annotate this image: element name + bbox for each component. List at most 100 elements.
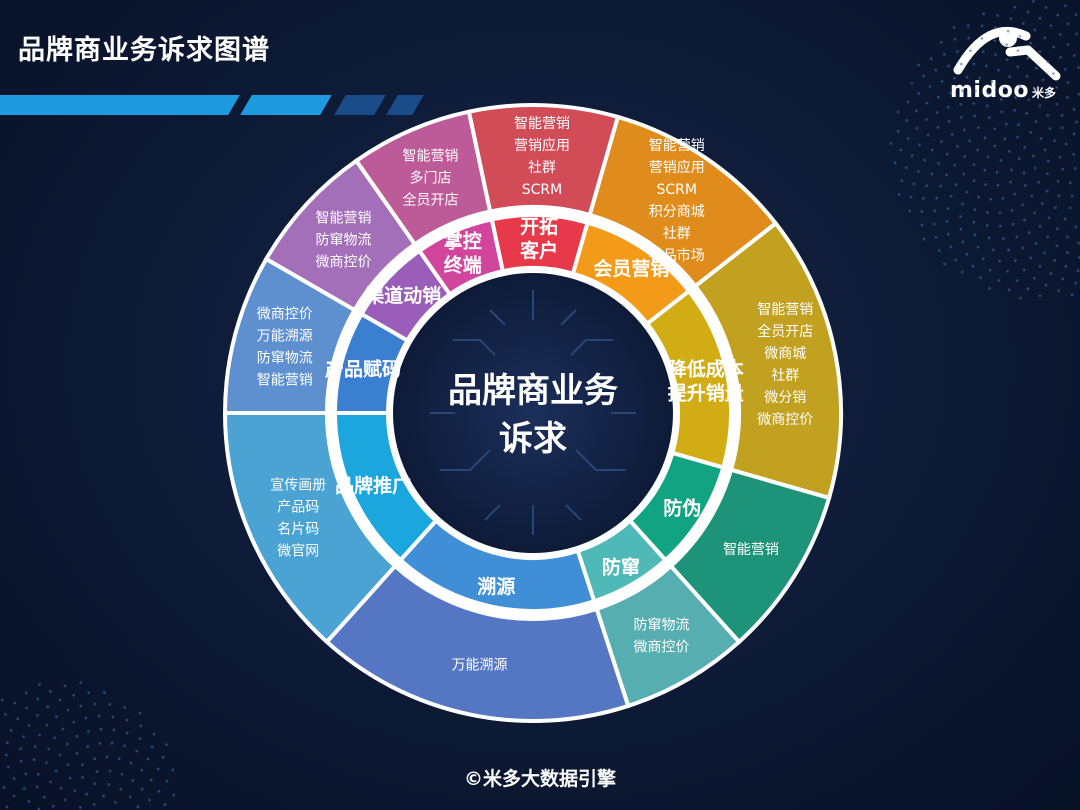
globe-dot (1013, 5, 1017, 9)
globe-dot (1004, 122, 1008, 126)
globe-dot (993, 39, 997, 43)
globe-dot (1033, 28, 1037, 32)
globe-dot (947, 105, 950, 109)
globe-dot (45, 761, 48, 765)
globe-dot (36, 697, 39, 701)
globe-dot (1029, 41, 1033, 45)
midoo-logo-icon (953, 27, 1061, 81)
globe-dot (1013, 108, 1017, 112)
globe-dot (930, 148, 934, 152)
globe-dot (973, 89, 977, 93)
globe-dot (98, 741, 102, 745)
globe-dot (1065, 96, 1069, 99)
globe-dot (1006, 269, 1009, 273)
globe-dot (1046, 60, 1050, 64)
outer-item-1-1: 宣传画册 (270, 478, 326, 494)
globe-dot (935, 111, 939, 114)
outer-item-7-5: 微分销 (764, 390, 806, 406)
globe-dot (983, 136, 987, 140)
globe-dot (985, 104, 989, 108)
globe-dot (102, 794, 105, 798)
globe-dot (995, 170, 999, 174)
globe-dot (968, 139, 972, 143)
globe-dot (66, 708, 70, 712)
globe-dot (910, 81, 914, 85)
globe-dot (978, 76, 982, 80)
globe-dot (988, 286, 992, 290)
inner-label-5: 开拓 (520, 215, 558, 238)
globe-dot (915, 126, 919, 130)
globe-dot (953, 163, 956, 167)
globe-dot (962, 128, 966, 132)
globe-dot (107, 783, 111, 786)
circuit-line (453, 339, 496, 356)
globe-dot (1043, 36, 1047, 40)
globe-dot (1041, 78, 1045, 82)
circuit-line (570, 339, 613, 356)
globe-dot (32, 758, 36, 761)
globe-dot (1026, 287, 1030, 291)
globe-dot (92, 803, 96, 806)
globe-dot (9, 728, 13, 732)
outer-item-4-3: 全员开店 (403, 191, 459, 208)
globe-dot (72, 720, 76, 724)
globe-dot (1007, 288, 1011, 292)
globe-dot (1064, 142, 1068, 146)
outer-item-1-3: 名片码 (277, 522, 319, 538)
globe-dot (1072, 107, 1076, 111)
globe-dot (1029, 130, 1033, 134)
globe-dot (1049, 24, 1053, 28)
globe-dot (111, 715, 115, 719)
globe-dot (1077, 256, 1080, 259)
globe-dot (1017, 157, 1021, 161)
globe-dot (972, 163, 976, 167)
globe-dot (945, 219, 949, 223)
globe-dot (983, 168, 987, 172)
inner-label-4: 终端 (444, 254, 482, 277)
globe-dot (940, 139, 943, 143)
globe-dot (46, 705, 50, 709)
globe-dot (1027, 98, 1031, 102)
globe-dot (1066, 251, 1069, 254)
globe-dot (1055, 102, 1059, 106)
globe-dot (935, 196, 939, 200)
globe-dot (922, 237, 926, 241)
globe-dot (148, 798, 151, 802)
globe-dot (1037, 180, 1040, 184)
outer-item-6-3: SCRM (656, 182, 696, 198)
globe-dot (998, 224, 1002, 228)
globe-dot (987, 236, 991, 240)
globe-dot (129, 761, 133, 765)
globe-dot (943, 262, 946, 266)
globe-dot (149, 778, 153, 782)
globe-dot (1025, 111, 1029, 115)
outer-item-7-6: 微商控价 (757, 412, 813, 428)
globe-dot (1033, 166, 1037, 170)
globe-dot (959, 62, 963, 66)
globe-dot (150, 745, 154, 749)
globe-dot (19, 747, 23, 751)
globe-dot (999, 159, 1003, 162)
globe-dot (1072, 132, 1076, 136)
center-title-line1: 品牌商业务 (448, 371, 618, 411)
logo-subtext: 米多 (1032, 86, 1057, 100)
globe-dot (994, 26, 997, 30)
globe-dot (959, 102, 963, 106)
globe-dot (38, 733, 41, 737)
globe-dot (1025, 74, 1029, 78)
globe-dot (1045, 93, 1049, 97)
outer-item-8-1: 智能营销 (723, 542, 779, 558)
globe-dot (1018, 84, 1022, 88)
globe-dot (973, 208, 977, 212)
globe-dot (893, 161, 897, 165)
globe-dot (99, 727, 103, 731)
globe-dot (1038, 264, 1042, 268)
globe-dot (1064, 265, 1068, 268)
globe-dot (27, 724, 31, 727)
globe-dot (896, 129, 900, 133)
globe-dot (963, 155, 967, 158)
globe-dot (66, 763, 70, 767)
globe-dot (1022, 268, 1026, 272)
globe-dot (1026, 56, 1030, 60)
